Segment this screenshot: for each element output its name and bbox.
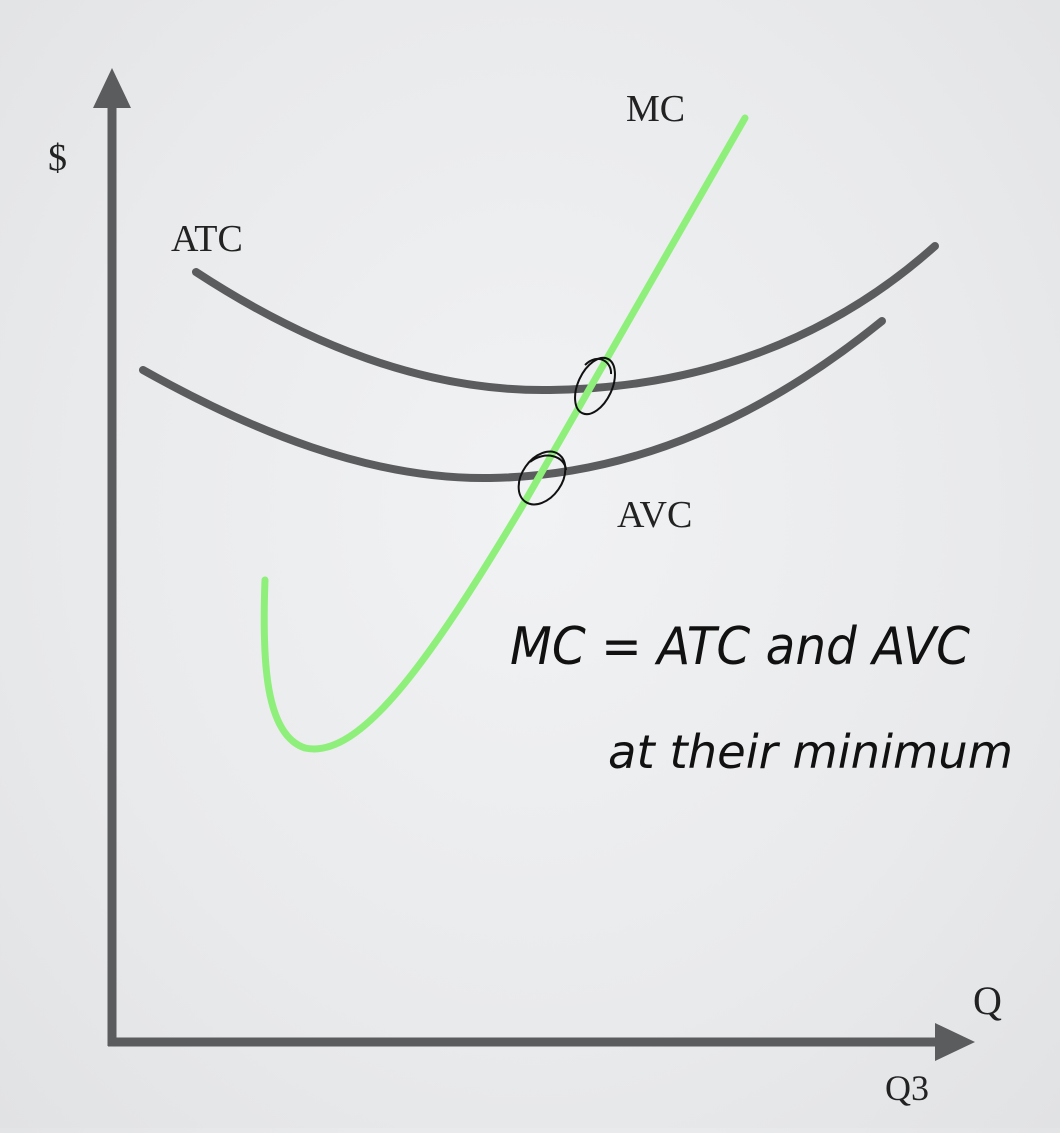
atc-curve bbox=[192, 242, 939, 395]
note-line-2: at their minimum bbox=[608, 725, 1013, 779]
x-tick-label: Q3 bbox=[885, 1068, 929, 1108]
axes bbox=[93, 68, 975, 1061]
avc-minimum-marker bbox=[517, 450, 567, 506]
y-axis-arrowhead bbox=[93, 68, 131, 108]
x-axis-label: Q bbox=[973, 978, 1002, 1023]
avc-label: AVC bbox=[617, 494, 692, 536]
atc-marker-stroke bbox=[584, 357, 613, 375]
note-line-1: MC = ATC and AVC bbox=[510, 617, 971, 677]
x-axis-arrowhead bbox=[935, 1023, 975, 1061]
mc-label: MC bbox=[626, 88, 685, 130]
intersection-markers bbox=[517, 356, 616, 506]
avc-curve bbox=[139, 317, 886, 483]
mc-curve bbox=[260, 114, 749, 753]
atc-label: ATC bbox=[171, 218, 243, 260]
avc-marker-stroke bbox=[529, 454, 567, 471]
y-axis-label: $ bbox=[48, 137, 67, 179]
atc-minimum-marker bbox=[574, 356, 616, 416]
